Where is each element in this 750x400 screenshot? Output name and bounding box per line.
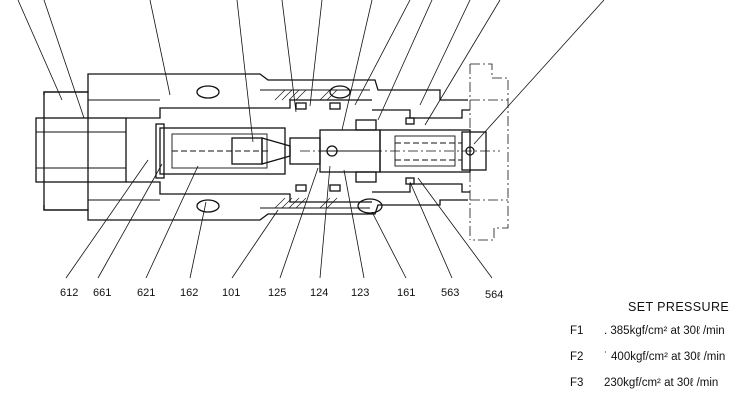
pressure-value: . 385kgf/cm² at 30ℓ /min (604, 325, 725, 337)
pressure-row-f2: F2 ˙ 400kgf/cm² at 30ℓ /min (570, 351, 725, 363)
right-sleeve (372, 89, 487, 206)
pressure-id: F2 (570, 351, 584, 363)
part-no-161: 161 (397, 287, 415, 299)
part-no-612: 612 (60, 287, 78, 299)
part-no-564: 564 (485, 289, 503, 301)
part-no-162: 162 (180, 287, 198, 299)
pressure-id: F3 (570, 377, 584, 389)
top-leader-lines (17, 0, 605, 145)
mounting-outline (469, 63, 509, 241)
spring-assembly (155, 123, 291, 179)
bottom-leader-lines (65, 159, 493, 279)
part-no-563: 563 (441, 287, 459, 299)
set-pressure-title: SET PRESSURE (628, 300, 730, 314)
part-no-661: 661 (93, 287, 111, 299)
valve-body (35, 73, 428, 221)
part-no-123: 123 (351, 287, 369, 299)
pressure-value: 230kgf/cm² at 30ℓ /min (604, 377, 719, 389)
part-number-labels: 612 661 621 162 101 125 124 123 161 563 … (60, 287, 503, 301)
part-no-125: 125 (268, 287, 286, 299)
pressure-id: F1 (570, 325, 584, 337)
pressure-row-f3: F3 230kgf/cm² at 30ℓ /min (570, 377, 718, 389)
pressure-row-f1: F1 . 385kgf/cm² at 30ℓ /min (570, 325, 725, 337)
pressure-value: ˙ 400kgf/cm² at 30ℓ /min (604, 351, 726, 363)
part-no-124: 124 (310, 287, 328, 299)
part-no-101: 101 (222, 287, 240, 299)
o-rings (196, 85, 383, 214)
part-no-621: 621 (137, 287, 155, 299)
